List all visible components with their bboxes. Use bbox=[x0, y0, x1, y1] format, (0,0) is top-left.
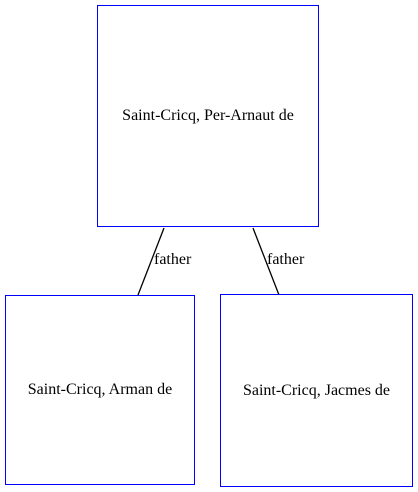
node-per-arnaut: Saint-Cricq, Per-Arnaut de bbox=[97, 5, 319, 227]
node-arman-label: Saint-Cricq, Arman de bbox=[27, 381, 173, 398]
node-jacmes: Saint-Cricq, Jacmes de bbox=[220, 294, 413, 487]
node-jacmes-label: Saint-Cricq, Jacmes de bbox=[242, 381, 391, 399]
edge-father-arman bbox=[137, 227, 165, 296]
node-arman: Saint-Cricq, Arman de bbox=[5, 295, 195, 485]
edge-father-jacmes bbox=[252, 227, 280, 296]
edge-label-arman: father bbox=[154, 251, 192, 268]
node-per-arnaut-label: Saint-Cricq, Per-Arnaut de bbox=[122, 107, 294, 124]
edge-label-jacmes: father bbox=[267, 251, 305, 268]
